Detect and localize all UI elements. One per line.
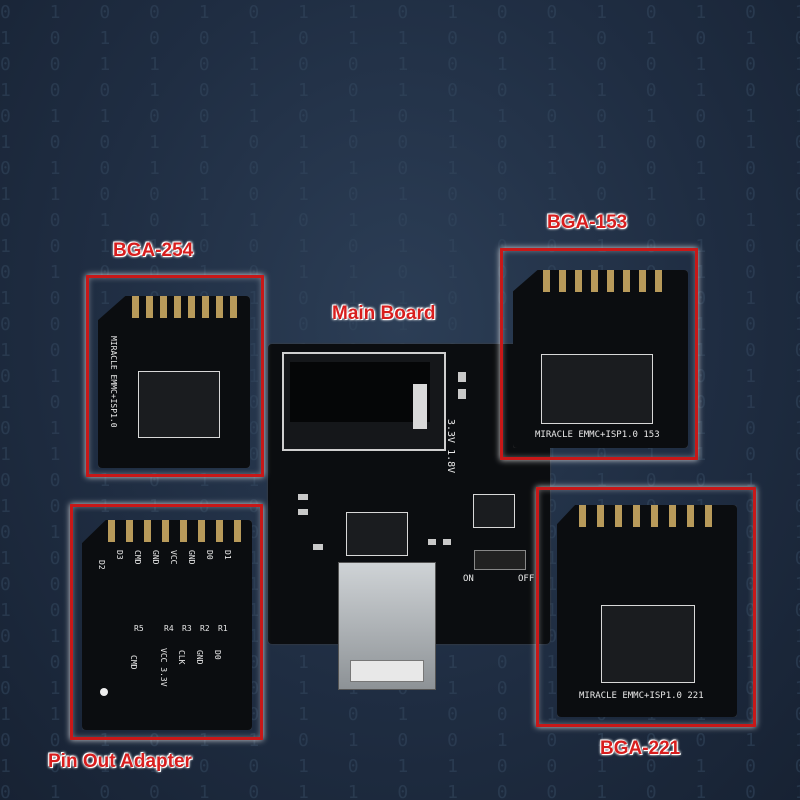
card-pin [146,296,153,318]
card-pin [669,505,676,527]
card-pin [108,520,115,542]
pin-label-0: D2 [97,560,106,570]
card-pin [705,505,712,527]
card-pin [623,270,630,292]
bga254-label: BGA-254 [113,240,194,261]
bga153-silk: MIRACLE EMMC+ISP1.0 153 [535,430,660,440]
resistor-label: R5 [134,624,144,633]
smd-pad [458,372,466,382]
card-pin [160,296,167,318]
card-pin [216,520,223,542]
card-pin [687,505,694,527]
bga153-frame [500,248,698,460]
smd-pad [298,494,308,500]
card-pin [633,505,640,527]
resistor-label: R3 [182,624,192,633]
card-pin [144,520,151,542]
side-chip [473,494,515,528]
pin-label-6: D0 [205,550,214,560]
bga254-board: MIRACLE EMMC+ISP1.0 [98,296,250,468]
card-pin [188,296,195,318]
bottom-label: D0 [213,650,222,660]
pin-label-7: D1 [223,550,232,560]
card-pin [198,520,205,542]
smd-pad [443,539,451,545]
switch-on-label: ON [463,574,474,584]
card-pin [180,520,187,542]
bottom-label: GND [195,650,204,665]
card-pin [234,520,241,542]
bga153-label: BGA-153 [547,212,628,233]
bga221-silk: MIRACLE EMMC+ISP1.0 221 [579,691,704,701]
bga221-label: BGA-221 [600,738,681,759]
pin-label-4: VCC [169,550,178,565]
card-pin [597,505,604,527]
card-pin [651,505,658,527]
card-pin [579,505,586,527]
pin-label-2: CMD [133,550,142,565]
pin-label-3: GND [151,550,160,565]
bga254-silk: MIRACLE EMMC+ISP1.0 [109,336,118,428]
bga254-socket [138,371,220,438]
card-pin [202,296,209,318]
pin-out-adapter-frame [70,504,263,740]
card-pin [615,505,622,527]
card-pin [126,520,133,542]
pin-label-1: D3 [115,550,124,560]
smd-pad [458,389,466,399]
bottom-label: CMD [129,655,138,670]
card-pin [162,520,169,542]
smd-pad [313,544,323,550]
pin-label-5: GND [187,550,196,565]
bga254-frame [86,275,264,477]
bottom-label: VCC 3.3V [159,648,168,687]
switch-off-label: OFF [518,574,535,584]
smd-pad [428,539,436,545]
smd-pad [298,509,308,515]
sd-card-slot-inner [290,362,430,422]
card-pin [543,270,550,292]
resistor-label: R1 [218,624,228,633]
usb-connector-opening [350,660,424,682]
bga153-board: MIRACLE EMMC+ISP1.0 153 [513,270,688,448]
power-switch [474,550,526,570]
card-pin [591,270,598,292]
pin-out-adapter-board: D2 D3 CMD GND VCC GND D0 D1 R5 R4 R3 R2 … [82,520,252,730]
card-pin [655,270,662,292]
card-pin [132,296,139,318]
card-pin [559,270,566,292]
card-pin [575,270,582,292]
card-pin [607,270,614,292]
card-pin [639,270,646,292]
bga221-board: MIRACLE EMMC+ISP1.0 221 [557,505,737,717]
sd-eject-lever [413,384,427,429]
bottom-label: CLK [177,650,186,665]
main-controller-chip [346,512,408,556]
card-pin [174,296,181,318]
resistor-label: R4 [164,624,174,633]
voltage-label: 3.3V 1.8V [445,419,456,474]
bga221-frame [536,487,756,727]
main-board-label: Main Board [332,303,436,324]
bga153-socket [541,354,653,424]
card-pin [230,296,237,318]
bga221-socket [601,605,695,683]
resistor-label: R2 [200,624,210,633]
mounting-hole [100,688,108,696]
pin-out-adapter-label: Pin Out Adapter [48,751,192,772]
card-pin [216,296,223,318]
